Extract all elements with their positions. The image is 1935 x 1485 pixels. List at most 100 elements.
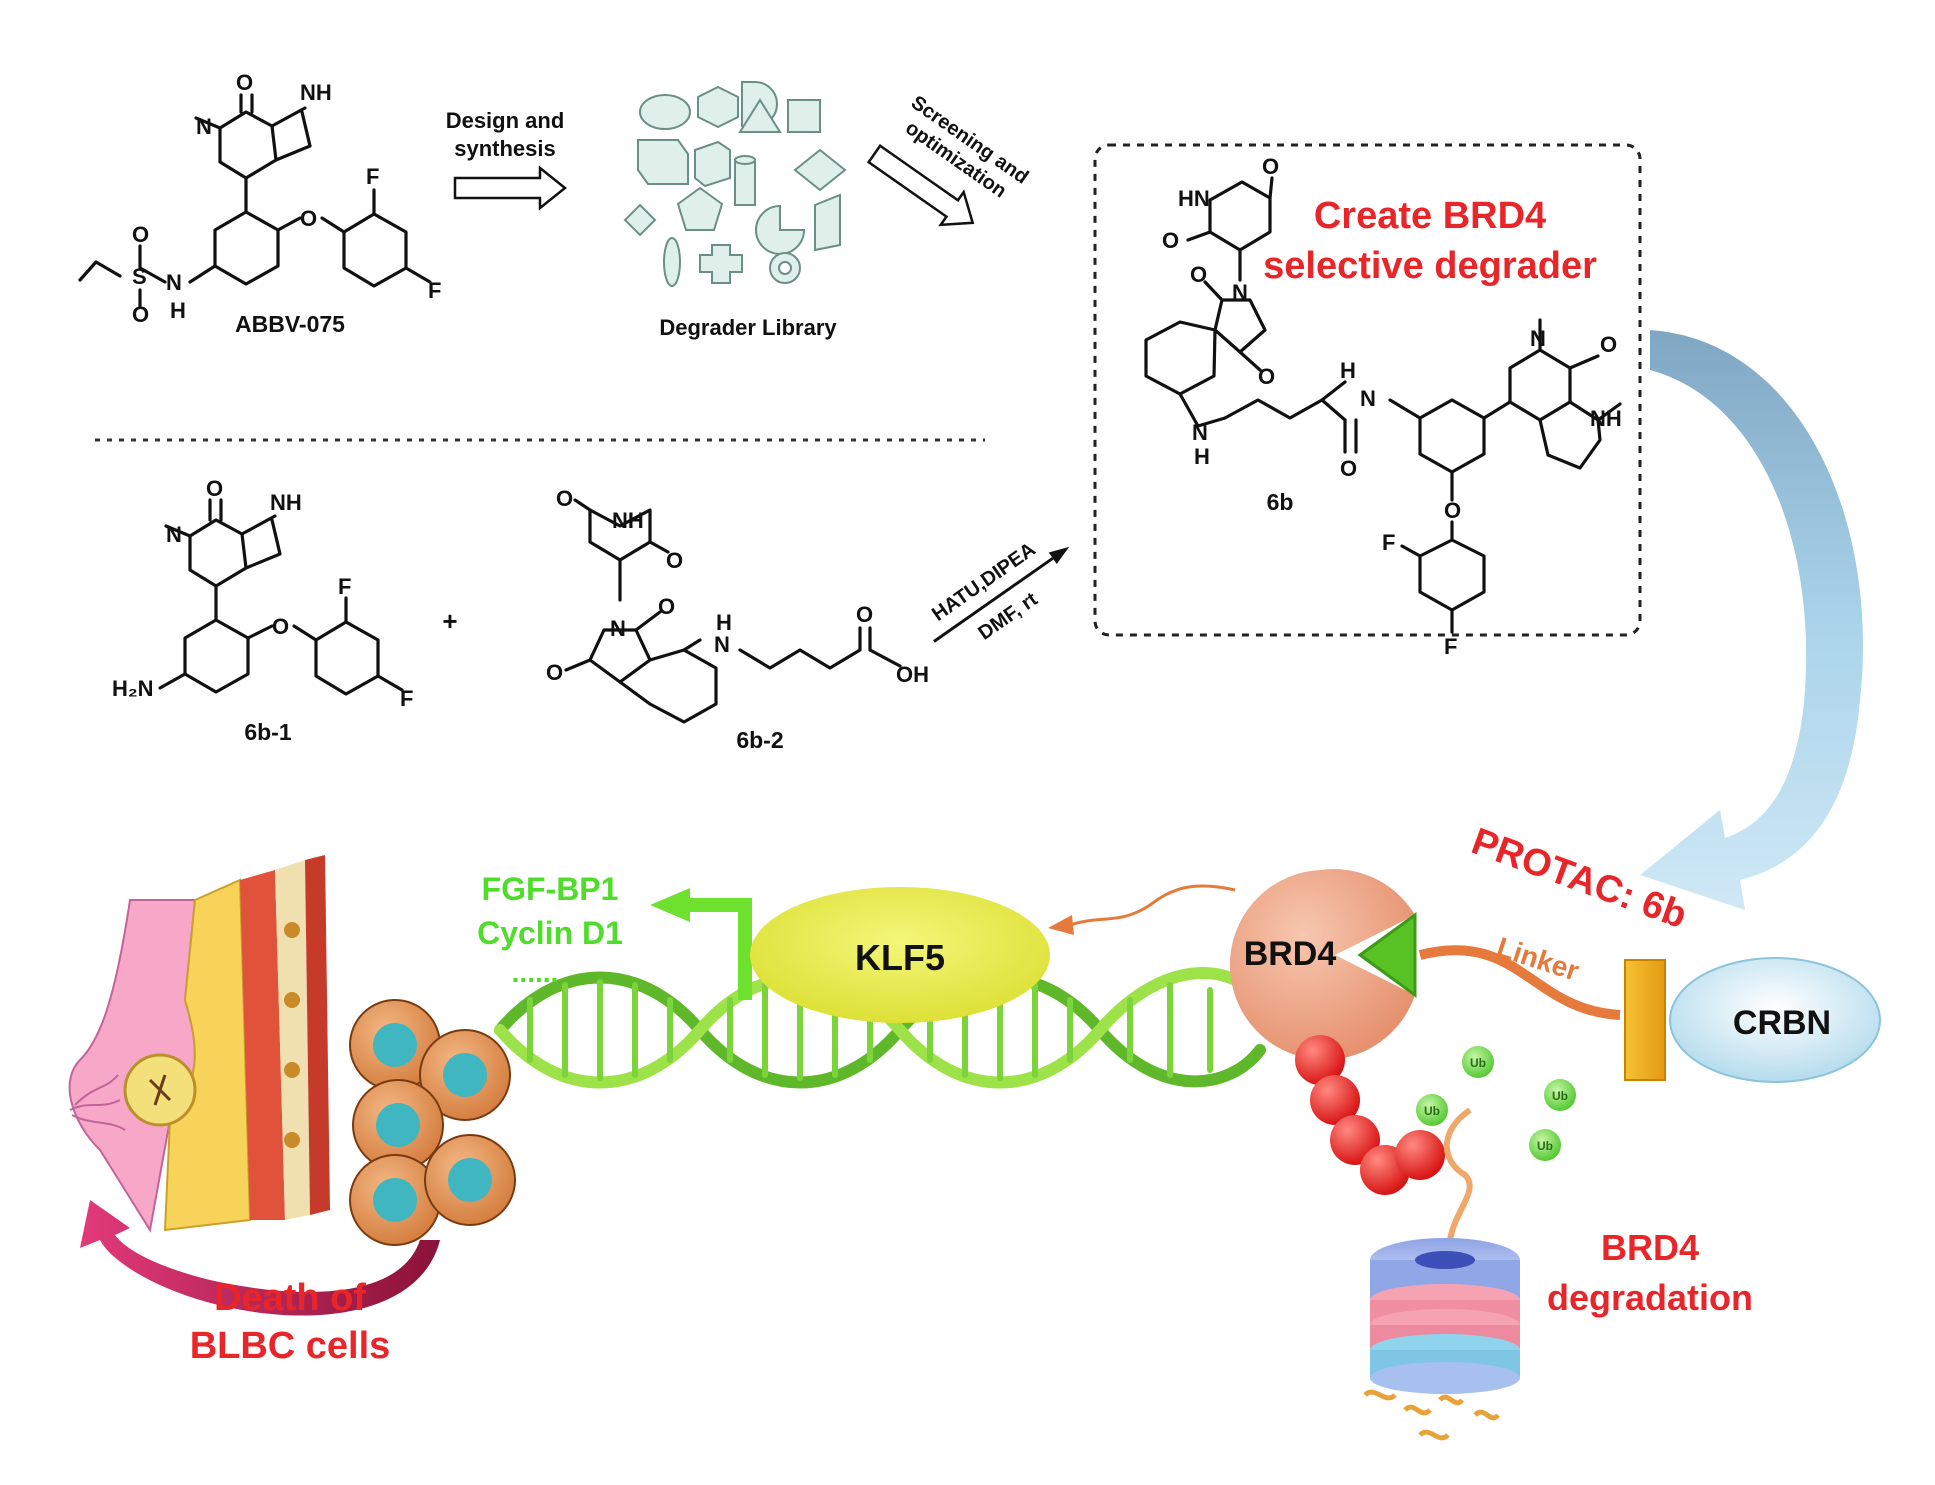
6b1-o-ether: O: [272, 614, 289, 639]
abbv-o-ether: O: [300, 206, 317, 231]
reaction-arrow-icon: [1048, 546, 1070, 565]
6b1-f1: F: [338, 574, 351, 599]
square-shape-icon: [787, 99, 821, 133]
6b2-nh: NH: [612, 508, 644, 533]
diamond-shape-icon: [793, 148, 847, 192]
degradation-label-1: BRD4: [1601, 1227, 1699, 1268]
6b2-oh: OH: [896, 662, 929, 687]
klf5-label: KLF5: [855, 937, 945, 978]
abbv-o-s2: O: [132, 302, 149, 327]
6b-o-amide: O: [1340, 456, 1357, 481]
triangle-shape-icon: [738, 98, 782, 133]
abbv-h: H: [170, 298, 186, 323]
dashed-frame: [1093, 143, 1642, 637]
6b2-o5: O: [856, 602, 873, 627]
transcription-arrow: [685, 898, 752, 1000]
hollow-arrow-icon-2: [866, 144, 975, 227]
abbv-f2: F: [428, 278, 441, 303]
death-label-2: BLBC cells: [190, 1325, 391, 1367]
target-ellipsis: ......: [512, 957, 559, 988]
reaction-step: HATU,DIPEA DMF, rt: [928, 538, 1070, 645]
hollow-arrow-icon: [453, 165, 568, 211]
free-ubiquitins: Ub Ub Ub Ub: [1416, 1046, 1576, 1161]
6b-f1: F: [1382, 530, 1395, 555]
6b-h-link: H: [1194, 444, 1210, 469]
6b2-o3: O: [658, 594, 675, 619]
6b1-f2: F: [400, 686, 413, 711]
blue-curved-arrow-icon: [1640, 330, 1864, 910]
death-arrow-icon: [80, 1200, 440, 1316]
crbn-label: CRBN: [1733, 1004, 1831, 1042]
design-synthesis-step: Design and synthesis: [446, 108, 568, 211]
compound-6b-box: Create BRD4 selective degrader HN O O N …: [1093, 143, 1642, 659]
target-cyclin-d1: Cyclin D1: [477, 915, 623, 951]
6b-nh-amide: N: [1360, 386, 1376, 411]
hexagon-shape-icon: [697, 85, 739, 129]
design-label-1: Design and: [446, 108, 565, 133]
screening-step: Screening and optimization: [866, 92, 1032, 227]
ub-2: [1416, 1094, 1448, 1126]
linker-chain: [1418, 945, 1621, 1020]
octagon-shape-icon: [637, 139, 689, 185]
brd4-protein: [1229, 869, 1415, 1060]
dna-helix: [494, 967, 1266, 1089]
ub-1: [1462, 1046, 1494, 1078]
octahedron-shape-icon: [623, 203, 657, 237]
ellipse-shape-icon: [639, 94, 691, 130]
plate-shape-icon: [814, 193, 841, 252]
6b-label: 6b: [1267, 489, 1294, 515]
design-label-2: synthesis: [454, 136, 556, 161]
abbv-s: S: [132, 264, 147, 289]
cube-shape-icon: [694, 140, 731, 188]
6b-hn: HN: [1178, 186, 1210, 211]
brd4-klf5-arrow-head-icon: [1048, 915, 1074, 935]
6b-nh-link: N: [1192, 420, 1208, 445]
6b-h-amide: H: [1340, 358, 1356, 383]
cylinder-shape-icon: [734, 159, 756, 206]
ub-3: [1544, 1079, 1576, 1111]
klf5-protein: [750, 887, 1050, 1023]
6b1-o: O: [206, 476, 223, 501]
abbv-o-s1: O: [132, 222, 149, 247]
ub-label-3: Ub: [1552, 1089, 1568, 1103]
peptide-fragments: [1363, 1389, 1500, 1441]
6b-nh-pyrrole: NH: [1590, 406, 1622, 431]
unfolded-peptide: [1443, 1107, 1473, 1241]
compound-6b1-structure: O N NH O F F H₂N 6b-1: [112, 476, 413, 745]
brd4-klf5-arrow: [1069, 884, 1236, 927]
6b2-o1: O: [556, 486, 573, 511]
library-label: Degrader Library: [659, 315, 837, 340]
ub-4: [1529, 1129, 1561, 1161]
target-fgfbp1: FGF-BP1: [482, 871, 619, 907]
6b-o4: O: [1258, 364, 1275, 389]
cancer-cell-icon: [349, 999, 441, 1091]
6b1-n: N: [166, 522, 182, 547]
6b2-n-link: N: [714, 632, 730, 657]
death-label-1: Death of: [214, 1277, 366, 1319]
goal-title-2: selective degrader: [1263, 245, 1597, 287]
cancer-cell-icon: [352, 1079, 444, 1171]
degrader-library: Degrader Library: [623, 81, 847, 340]
cancer-cell-icon: [424, 1134, 516, 1226]
6b1-h2n: H₂N: [112, 676, 154, 701]
abbv-o: O: [236, 70, 253, 95]
6b-n-imide: N: [1232, 280, 1248, 305]
pentagon-shape-icon: [676, 186, 724, 231]
abbv075-label: ABBV-075: [235, 311, 345, 337]
6b-f2: F: [1444, 634, 1457, 659]
polyubiquitin-chain: [1295, 1035, 1445, 1195]
abbv-n: N: [196, 114, 212, 139]
6b-o3: O: [1190, 262, 1207, 287]
plus-sign: +: [442, 606, 457, 636]
6b2-o4: O: [546, 660, 563, 685]
pacman-shape-icon: [755, 204, 806, 255]
abbv-n-amide: N: [166, 270, 182, 295]
proteasome: [1370, 1238, 1520, 1394]
ub-label-2: Ub: [1424, 1104, 1440, 1118]
reagents-bottom: DMF, rt: [974, 588, 1042, 644]
6b2-o2: O: [666, 548, 683, 573]
protac-warhead-icon: [1357, 912, 1417, 998]
abbv075-structure: O N NH O F F N H S O O ABBV-075: [78, 70, 441, 337]
crbn-protein: [1669, 957, 1881, 1083]
